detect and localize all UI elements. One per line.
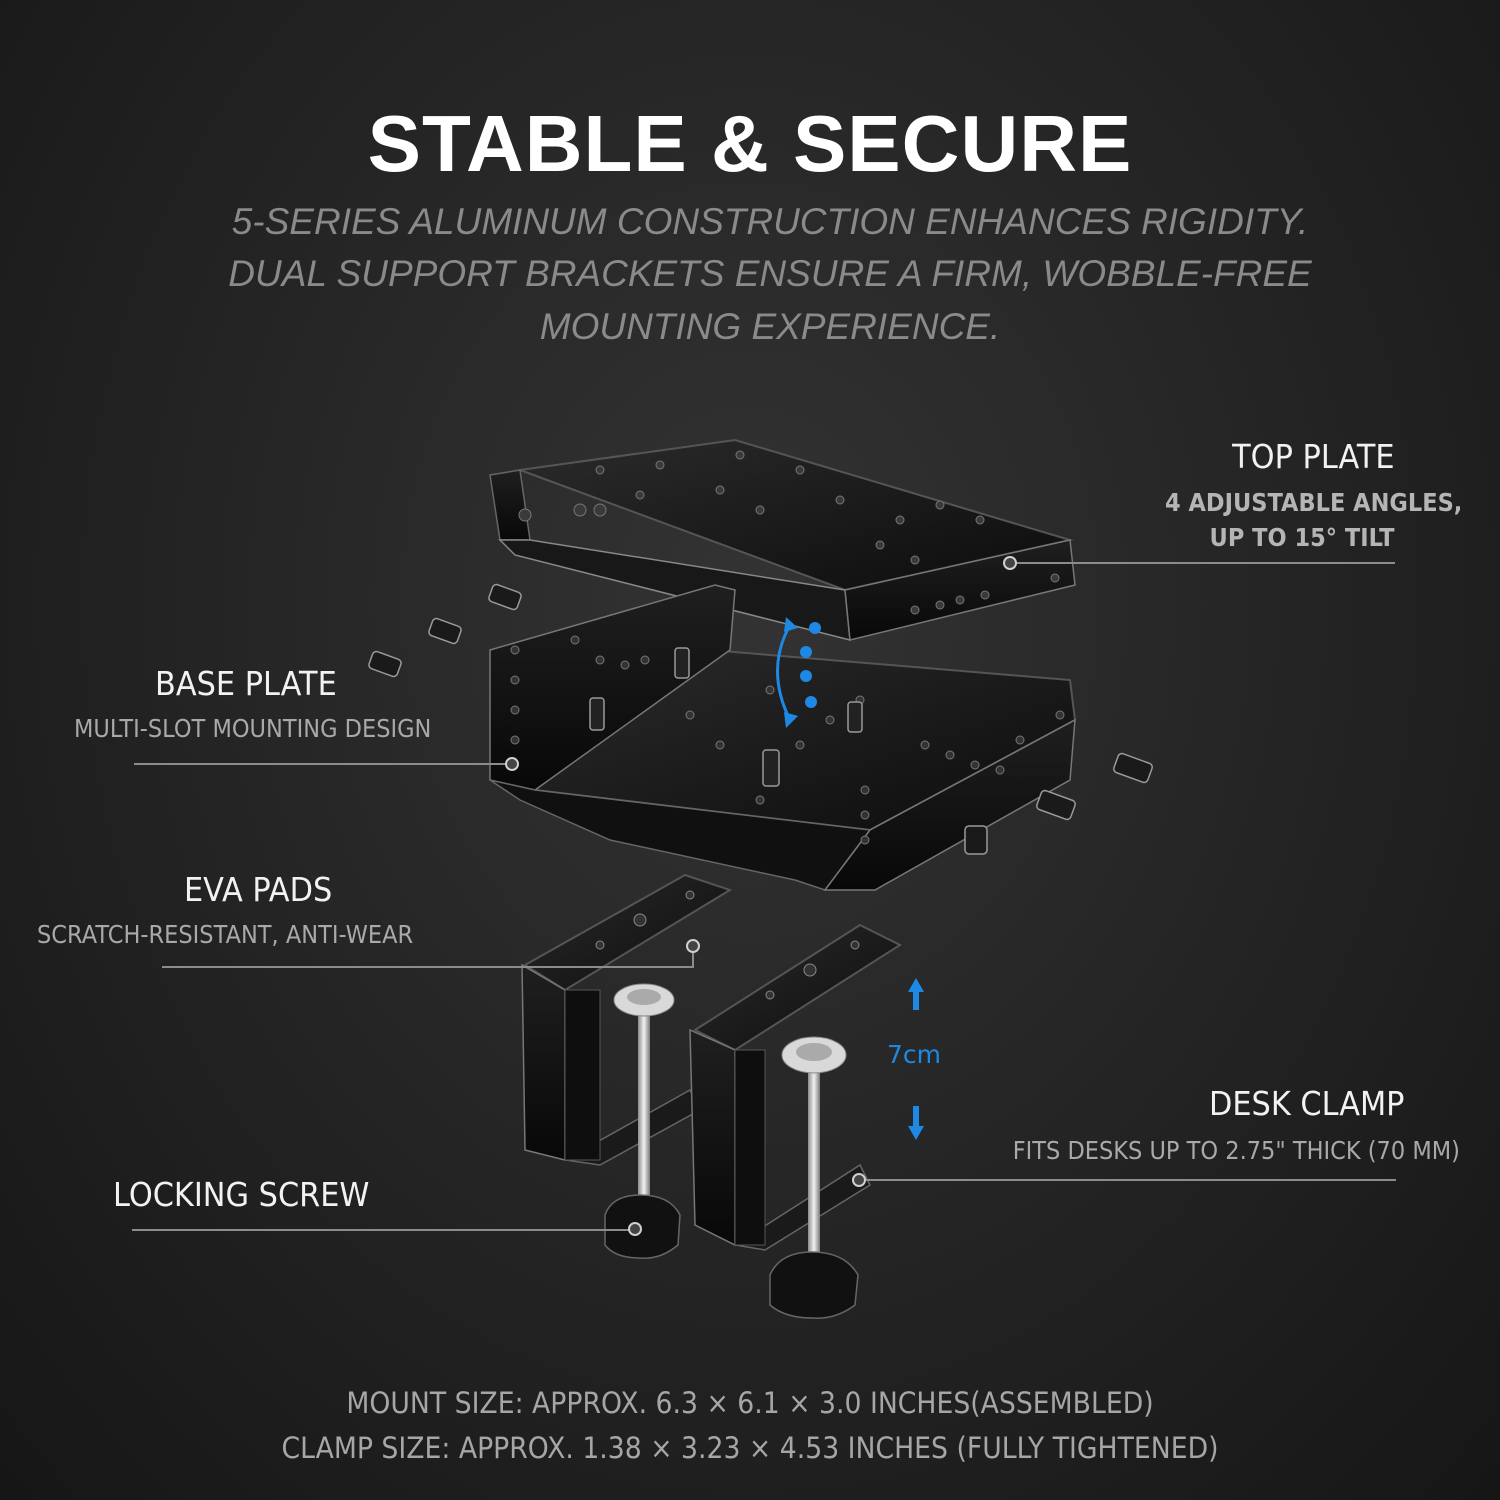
page-title: STABLE & SECURE — [367, 99, 1133, 188]
clamp-size-text: CLAMP SIZE: APPROX. 1.38 × 3.23 × 4.53 I… — [281, 1431, 1219, 1465]
eva-pads-sub: SCRATCH-RESISTANT, ANTI-WEAR — [37, 920, 414, 949]
tilt-arrow-icon — [776, 617, 821, 728]
desk-clamp-sub: FITS DESKS UP TO 2.75" THICK (70 MM) — [1012, 1136, 1460, 1165]
eva-pads-title: EVA PADS — [184, 870, 333, 909]
screw-set — [368, 583, 1153, 855]
desk-clamp-left-part — [521, 873, 733, 1259]
base-plate-part — [489, 584, 1077, 891]
desk-clamp-leader-line — [860, 1179, 1396, 1181]
clamp-opening-dimension: 7cm — [887, 1040, 942, 1069]
mount-size-text: MOUNT SIZE: APPROX. 6.3 × 6.1 × 3.0 INCH… — [346, 1386, 1154, 1420]
desk-clamp-right-part — [689, 923, 903, 1319]
base-plate-leader-line — [134, 763, 511, 765]
top-plate-sub-line-1: 4 ADJUSTABLE ANGLES, — [1164, 488, 1462, 517]
subtitle-line-2: DUAL SUPPORT BRACKETS ENSURE A FIRM, WOB… — [228, 253, 1312, 294]
top-plate-part — [489, 438, 1076, 641]
base-plate-sub: MULTI-SLOT MOUNTING DESIGN — [74, 714, 432, 743]
eva-pads-pointer — [686, 939, 700, 953]
top-plate-title: TOP PLATE — [1232, 437, 1395, 476]
desk-clamp-title: DESK CLAMP — [1208, 1084, 1404, 1123]
top-plate-sub-line-2: UP TO 15° TILT — [1210, 523, 1395, 552]
dimension-arrows-icon — [908, 978, 924, 1140]
locking-screw-leader-line — [132, 1229, 636, 1231]
base-plate-title: BASE PLATE — [155, 664, 337, 703]
locking-screw-pointer — [628, 1222, 642, 1236]
locking-screw-title: LOCKING SCREW — [113, 1175, 370, 1214]
subtitle-line-1: 5-SERIES ALUMINUM CONSTRUCTION ENHANCES … — [231, 201, 1309, 242]
base-plate-pointer — [505, 757, 519, 771]
eva-pads-leader-riser — [692, 947, 694, 967]
eva-pads-leader-line — [162, 966, 694, 968]
top-plate-leader-line — [1012, 562, 1395, 564]
top-plate-pointer — [1003, 556, 1017, 570]
desk-clamp-pointer — [852, 1173, 866, 1187]
subtitle-line-3: MOUNTING EXPERIENCE. — [539, 306, 1001, 347]
